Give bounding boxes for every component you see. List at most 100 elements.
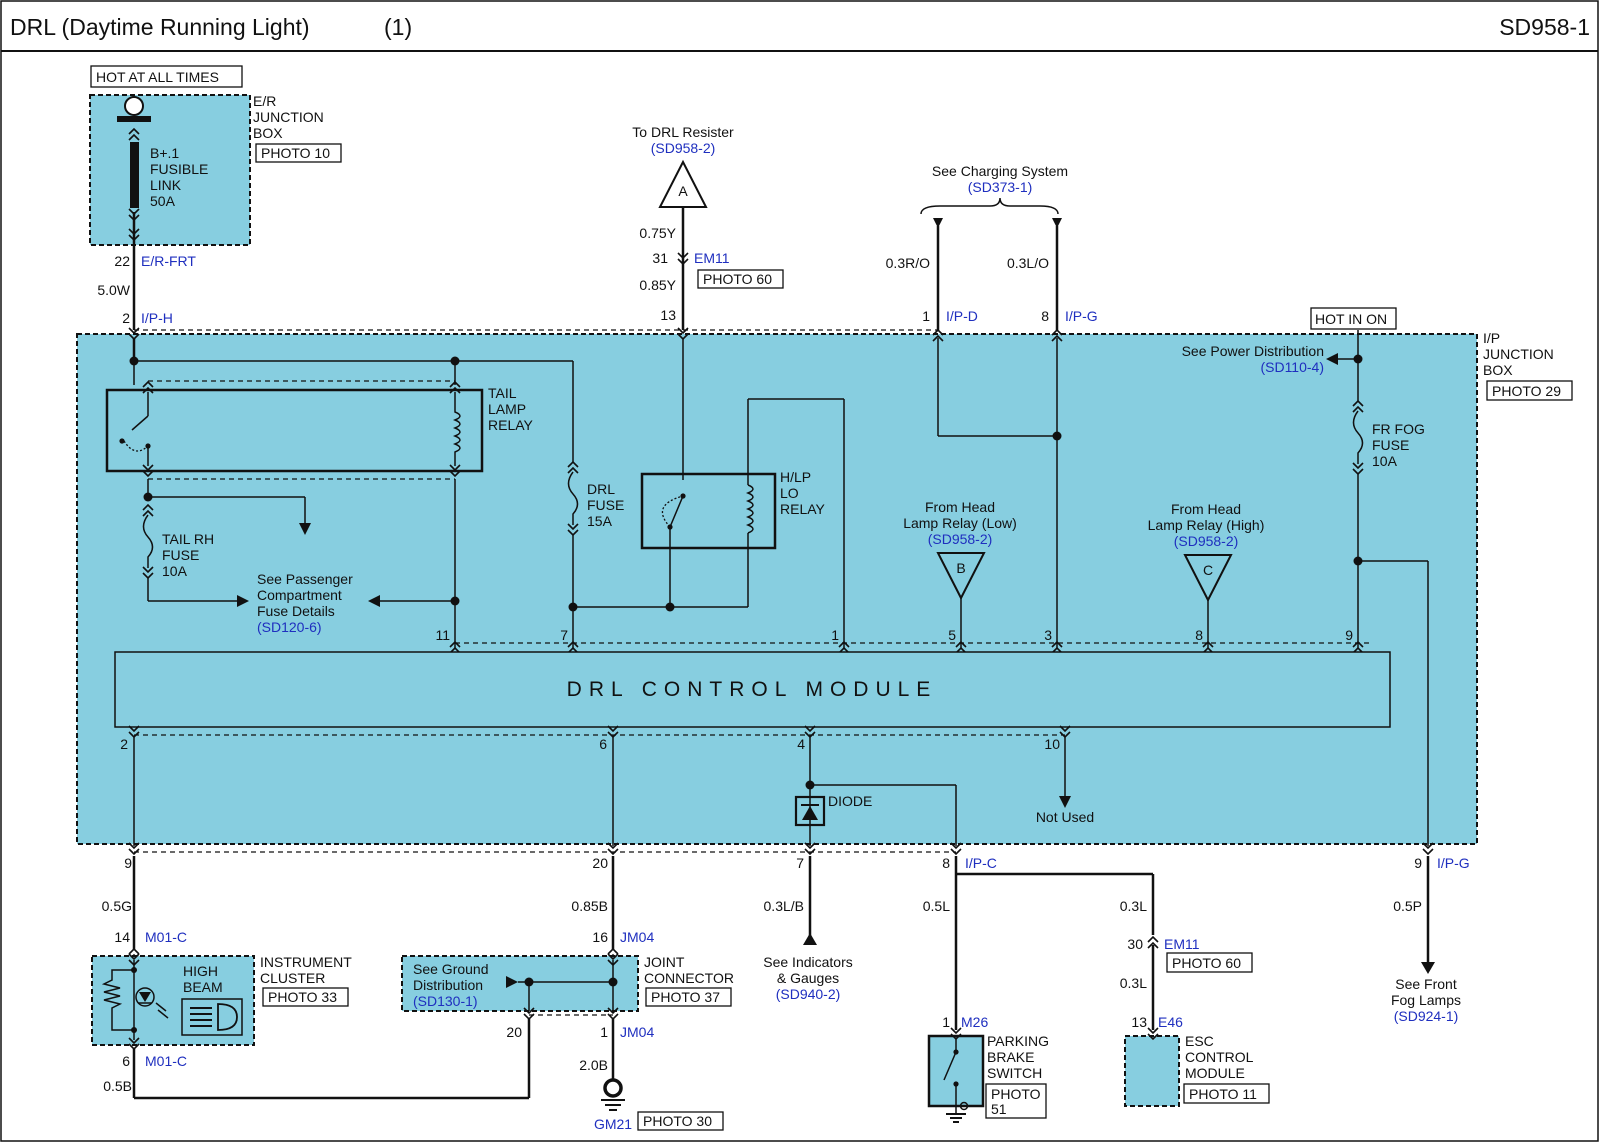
hlp-relay-coil [745, 484, 754, 534]
svg-text:5: 5 [948, 627, 956, 643]
joint-connector [401, 955, 639, 1012]
tail-rh-fuse-icon [142, 514, 154, 568]
connector-jm04-bottom: JM04 [620, 1024, 654, 1040]
svg-text:RELAY: RELAY [780, 501, 826, 517]
svg-text:BRAKE: BRAKE [987, 1049, 1034, 1065]
svg-text:(SD130-1): (SD130-1) [413, 993, 478, 1009]
svg-text:FUSE: FUSE [162, 547, 199, 563]
svg-text:1: 1 [600, 1024, 608, 1040]
connector-ip-g-top: I/P-G [1065, 308, 1098, 324]
svg-text:1: 1 [831, 627, 839, 643]
fusible-link-icon [130, 142, 139, 208]
svg-text:Fuse Details: Fuse Details [257, 603, 335, 619]
hot-at-all-times-box [90, 65, 243, 88]
svg-text:0.3L: 0.3L [1120, 975, 1147, 991]
svg-text:(SD120-6): (SD120-6) [257, 619, 322, 635]
svg-text:PARKING: PARKING [987, 1033, 1049, 1049]
svg-text:8: 8 [1195, 627, 1203, 643]
er-box-photo: PHOTO 10 [261, 145, 330, 161]
cluster-photo: PHOTO 33 [268, 989, 337, 1005]
diode-icon [794, 795, 826, 827]
high-beam-icon [181, 998, 243, 1036]
svg-text:30: 30 [1127, 936, 1143, 952]
svg-text:50A: 50A [150, 193, 176, 209]
svg-text:LINK: LINK [150, 177, 182, 193]
cluster-resistor-icon [101, 969, 134, 1031]
svg-text:C: C [1203, 562, 1213, 578]
svg-text:PHOTO 30: PHOTO 30 [643, 1113, 712, 1129]
svg-text:51: 51 [991, 1101, 1007, 1117]
svg-text:2: 2 [122, 310, 130, 326]
ref-triangle-c [1183, 554, 1233, 603]
connector-er-frt: E/R-FRT [141, 253, 196, 269]
connector-gm21: GM21 [594, 1116, 632, 1132]
svg-text:0.85Y: 0.85Y [639, 277, 676, 293]
svg-text:BEAM: BEAM [183, 979, 223, 995]
svg-text:7: 7 [796, 855, 804, 871]
svg-text:INSTRUMENT: INSTRUMENT [260, 954, 352, 970]
svg-text:6: 6 [122, 1053, 130, 1069]
svg-text:5.0W: 5.0W [97, 282, 130, 298]
svg-text:0.3L/B: 0.3L/B [764, 898, 804, 914]
connector-em11-top: EM11 [694, 250, 730, 266]
svg-text:7: 7 [560, 627, 568, 643]
svg-text:(SD110-4): (SD110-4) [1260, 359, 1324, 375]
svg-text:JOINT: JOINT [644, 954, 685, 970]
svg-text:15A: 15A [587, 513, 613, 529]
svg-text:PHOTO 60: PHOTO 60 [1172, 955, 1241, 971]
svg-text:8: 8 [942, 855, 950, 871]
high-beam-led-icon [135, 987, 155, 1007]
svg-text:14: 14 [114, 929, 130, 945]
parking-photo: PHOTO [991, 1086, 1041, 1102]
svg-text:Not Used: Not Used [1036, 809, 1094, 825]
er-junction-box [89, 94, 251, 246]
esc-photo: PHOTO 11 [1189, 1086, 1257, 1102]
connector-em11-bottom: EM11 [1164, 936, 1200, 952]
charging-bracket [920, 197, 1059, 215]
svg-text:FR FOG: FR FOG [1372, 421, 1425, 437]
svg-text:TAIL: TAIL [488, 385, 517, 401]
drl-fuse-icon [567, 471, 579, 525]
svg-text:HIGH: HIGH [183, 963, 218, 979]
battery-icon [124, 96, 144, 116]
svg-text:2.0B: 2.0B [579, 1057, 608, 1073]
svg-text:(SD958-2): (SD958-2) [1174, 533, 1239, 549]
svg-text:JUNCTION: JUNCTION [253, 109, 324, 125]
svg-text:22: 22 [114, 253, 130, 269]
svg-text:DRL: DRL [587, 481, 615, 497]
drl-control-module-label: DRL CONTROL MODULE [567, 678, 938, 701]
svg-text:SWITCH: SWITCH [987, 1065, 1042, 1081]
svg-text:CONNECTOR: CONNECTOR [644, 970, 734, 986]
svg-text:Distribution: Distribution [413, 977, 483, 993]
fr-fog-fuse-icon [1352, 410, 1364, 464]
svg-text:0.5P: 0.5P [1393, 898, 1422, 914]
svg-text:8: 8 [1041, 308, 1049, 324]
svg-text:3: 3 [1044, 627, 1052, 643]
tail-relay-coil [452, 392, 461, 466]
svg-text:ESC: ESC [1185, 1033, 1214, 1049]
svg-text:See Power Distribution: See Power Distribution [1182, 343, 1324, 359]
svg-text:9: 9 [124, 855, 132, 871]
svg-text:9: 9 [1414, 855, 1422, 871]
svg-text:10A: 10A [1372, 453, 1398, 469]
svg-text:9: 9 [1345, 627, 1353, 643]
svg-text:See Indicators: See Indicators [763, 954, 853, 970]
svg-text:20: 20 [506, 1024, 522, 1040]
svg-text:To DRL Resister: To DRL Resister [632, 124, 734, 140]
svg-text:0.75Y: 0.75Y [639, 225, 676, 241]
svg-text:4: 4 [797, 736, 805, 752]
svg-text:FUSE: FUSE [1372, 437, 1409, 453]
hot-at-all-times-label: HOT AT ALL TIMES [96, 69, 219, 85]
esc-control-module [1124, 1035, 1180, 1107]
connector-e46: E46 [1158, 1014, 1183, 1030]
svg-text:See Passenger: See Passenger [257, 571, 353, 587]
svg-text:(SD958-2): (SD958-2) [928, 531, 993, 547]
ip-box-photo: PHOTO 29 [1492, 383, 1561, 399]
svg-text:DIODE: DIODE [828, 793, 872, 809]
svg-text:(SD373-1): (SD373-1) [968, 179, 1033, 195]
sheet-id: SD958-1 [1499, 14, 1590, 40]
ip-junction-box [76, 333, 1478, 845]
svg-text:(SD958-2): (SD958-2) [651, 140, 716, 156]
svg-text:Compartment: Compartment [257, 587, 342, 603]
